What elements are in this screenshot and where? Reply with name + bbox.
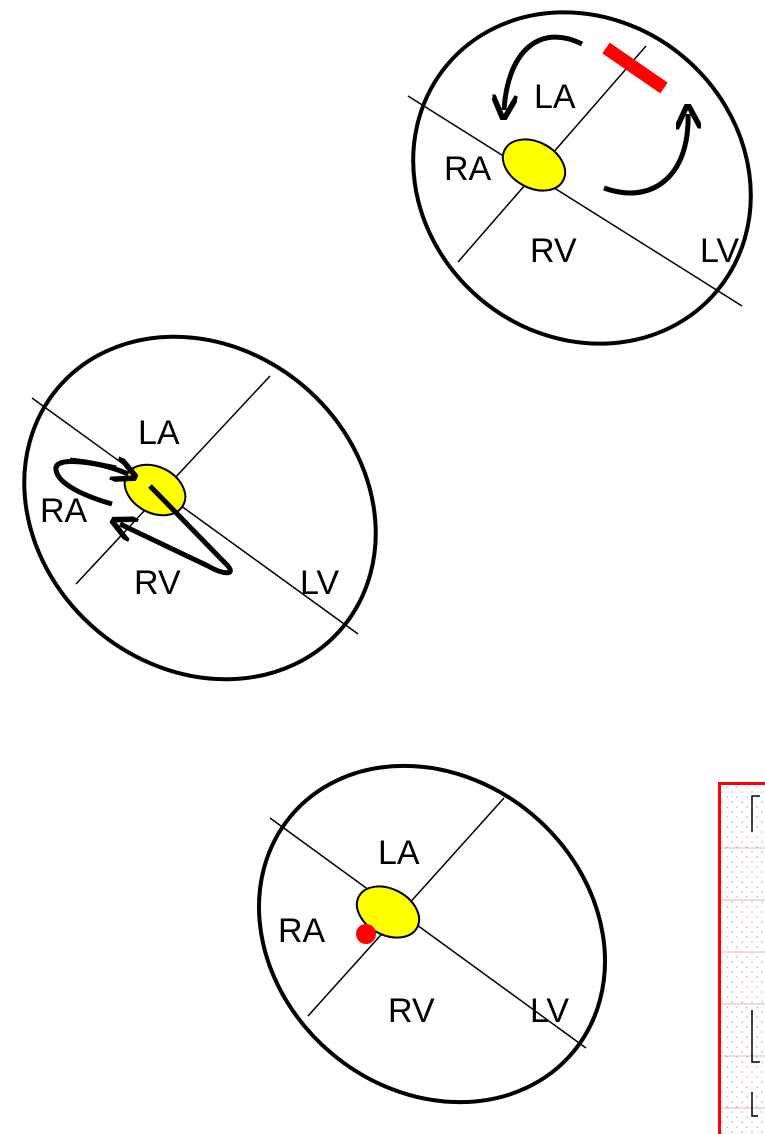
- label-lv: LV: [530, 992, 569, 1030]
- reentry-arrow-lower: [120, 484, 233, 576]
- ecg-strip-fragment: [718, 782, 765, 1134]
- reentry-arrow-upper: [69, 460, 128, 474]
- ecg-trace: [751, 1010, 760, 1063]
- label-rv: RV: [530, 232, 577, 270]
- label-la: LA: [534, 78, 576, 116]
- ecg-border: [718, 782, 765, 1134]
- conduction-arrow-left: [504, 34, 584, 110]
- label-rv: RV: [134, 564, 181, 602]
- heart-outline: [22, 334, 378, 682]
- heart-diagram-ectopic-focus: LA RA RV LV: [257, 763, 607, 1105]
- ecg-trace: [751, 795, 760, 832]
- conduction-block-bar: [602, 42, 668, 94]
- heart-outline: [257, 763, 607, 1105]
- label-la: LA: [378, 834, 420, 872]
- heart-outline: [411, 10, 753, 346]
- av-node: [355, 885, 421, 939]
- septum-line-ra-lv: [269, 817, 587, 1049]
- septum-line-ra-lv: [31, 397, 359, 635]
- label-lv: LV: [300, 564, 339, 602]
- heart-diagram-accessory-pathway: LA RA RV LV: [407, 10, 753, 346]
- label-rv: RV: [388, 992, 435, 1030]
- label-la: LA: [138, 414, 180, 452]
- ecg-trace: [751, 1092, 758, 1117]
- label-ra: RA: [278, 912, 326, 950]
- septum-line-ra-lv: [407, 95, 743, 307]
- ecg-grid: [718, 782, 765, 1134]
- av-node: [501, 138, 567, 192]
- label-ra: RA: [40, 492, 88, 530]
- conduction-arrow-right: [603, 114, 688, 196]
- ectopic-focus-dot: [356, 924, 376, 944]
- label-ra: RA: [444, 150, 492, 188]
- label-lv: LV: [700, 232, 739, 270]
- heart-diagram-av-reentry: LA RA RV LV: [22, 334, 378, 682]
